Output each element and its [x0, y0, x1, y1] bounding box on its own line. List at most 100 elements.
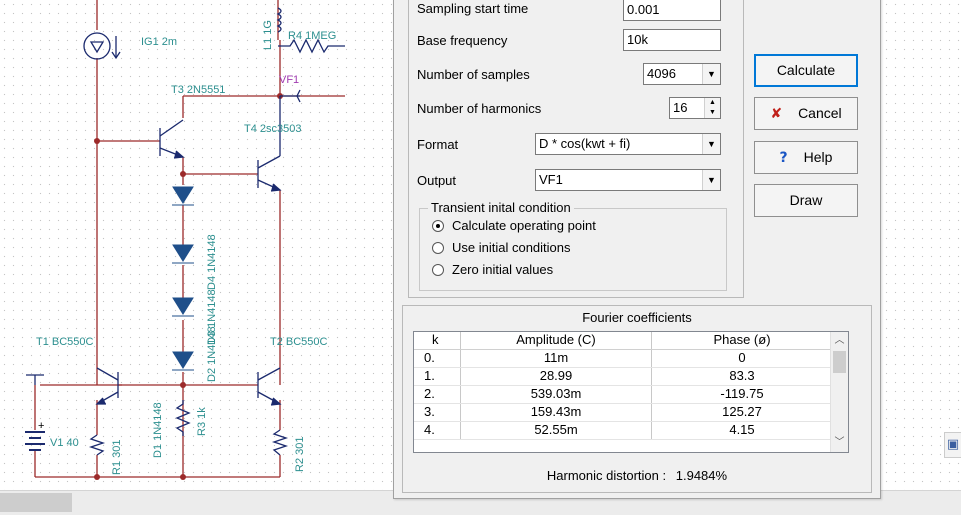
parameters-panel: Sampling start time 0.001 Base frequency… — [408, 0, 744, 298]
junctions — [94, 93, 283, 480]
cell-amplitude: 539.03m — [461, 386, 652, 403]
label-r2: R2 301 — [294, 437, 306, 472]
label-l1: L1 1G — [262, 20, 274, 50]
transient-group-title: Transient inital condition — [428, 200, 574, 215]
battery-plus-sign: + — [38, 420, 44, 432]
cell-phase: -119.75 — [720, 386, 764, 401]
chevron-down-icon[interactable]: ▼ — [702, 64, 720, 84]
radio-selected-icon[interactable] — [432, 220, 444, 232]
label-d3: D3 1N4148 — [206, 289, 218, 345]
num-samples-value: 4096 — [647, 66, 676, 81]
cell-amplitude: 28.99 — [461, 368, 652, 385]
spin-up-icon[interactable]: ▲ — [709, 99, 716, 106]
col-header-phase[interactable]: Phase (ø) — [713, 332, 771, 347]
toolbar-icon[interactable]: ▣ — [944, 432, 961, 458]
inductor-l1 — [276, 7, 282, 33]
base-frequency-label: Base frequency — [417, 33, 508, 48]
num-samples-select[interactable]: 4096 ▼ — [643, 63, 721, 85]
cell-amplitude: 52.55m — [461, 422, 652, 439]
chevron-down-icon[interactable]: ▼ — [702, 170, 720, 190]
label-v1: V1 40 — [50, 437, 79, 449]
ground-symbol — [26, 374, 44, 385]
transient-condition-group: Transient inital condition Calculate ope… — [419, 200, 727, 291]
cancel-button-label: Cancel — [798, 105, 842, 121]
label-r3: R3 1k — [196, 407, 208, 436]
question-icon: ? — [779, 150, 788, 166]
draw-button[interactable]: Draw — [754, 184, 858, 217]
radio-zero-initial-label: Zero initial values — [452, 262, 554, 277]
radio-operating-point[interactable]: Calculate operating point — [432, 218, 596, 233]
help-button[interactable]: ?Help — [754, 141, 858, 174]
cell-amplitude: 159.43m — [461, 404, 652, 421]
resistors — [88, 400, 289, 456]
num-harmonics-value: 16 — [673, 100, 688, 115]
radio-unselected-icon[interactable] — [432, 242, 444, 254]
cell-k: 4. — [414, 422, 461, 439]
chevron-down-icon[interactable]: ﹀ — [834, 437, 845, 448]
battery-v1 — [25, 431, 45, 451]
cell-k: 2. — [414, 386, 461, 403]
label-r4: R4 1MEG — [288, 30, 336, 42]
sampling-start-label: Sampling start time — [417, 1, 529, 16]
radio-zero-initial[interactable]: Zero initial values — [432, 262, 553, 277]
col-header-k[interactable]: k — [414, 332, 461, 349]
output-label: Output — [417, 173, 457, 188]
resistor-r4 — [278, 38, 345, 54]
label-d4: D4 1N4148 — [206, 234, 218, 290]
format-value: D * cos(kwt + fi) — [539, 136, 631, 151]
x-icon: ✘ — [770, 106, 783, 122]
radio-initial-conditions-label: Use initial conditions — [452, 240, 571, 255]
label-d2: D2 1N4148 — [206, 326, 218, 382]
label-t2: T2 BC550C — [270, 336, 328, 348]
sampling-start-input[interactable]: 0.001 — [623, 0, 721, 21]
output-select[interactable]: VF1 ▼ — [535, 169, 721, 191]
cell-phase: 0 — [738, 350, 746, 365]
calculate-button-label: Calculate — [776, 62, 836, 78]
num-samples-label: Number of samples — [417, 67, 530, 82]
num-harmonics-label: Number of harmonics — [417, 101, 542, 116]
coefficients-table[interactable]: k Amplitude (C) Phase (ø) 0. 11m 0 1. 28… — [413, 331, 849, 453]
fourier-title: Fourier coefficients — [582, 310, 692, 325]
col-header-amplitude[interactable]: Amplitude (C) — [461, 332, 652, 349]
format-select[interactable]: D * cos(kwt + fi) ▼ — [535, 133, 721, 155]
transistor-t2 — [257, 367, 282, 406]
harmonic-distortion: Harmonic distortion : 1.9484% — [403, 468, 871, 483]
radio-initial-conditions[interactable]: Use initial conditions — [432, 240, 571, 255]
chevron-up-icon[interactable]: ︿ — [834, 335, 845, 346]
calculate-button[interactable]: Calculate — [754, 54, 858, 87]
radio-unselected-icon[interactable] — [432, 264, 444, 276]
num-harmonics-spinner[interactable]: 16 ▲ ▼ — [669, 97, 721, 119]
probe-vf1 — [280, 89, 301, 103]
distortion-label: Harmonic distortion : — [546, 468, 667, 483]
table-vertical-scrollbar[interactable]: ︿ ﹀ — [830, 332, 848, 452]
cell-k: 1. — [414, 368, 461, 385]
cell-phase: 125.27 — [722, 404, 762, 419]
spin-down-icon[interactable]: ▼ — [709, 109, 716, 116]
cell-k: 0. — [414, 350, 461, 367]
fourier-coefficients-panel: Fourier coefficients k Amplitude (C) Pha… — [402, 305, 872, 493]
table-row[interactable]: 4. 52.55m 4.15 — [414, 422, 848, 440]
table-row[interactable]: 3. 159.43m 125.27 — [414, 404, 848, 422]
table-row[interactable]: 2. 539.03m -119.75 — [414, 386, 848, 404]
current-source-ig1 — [83, 32, 121, 60]
fourier-dialog: Sampling start time 0.001 Base frequency… — [393, 0, 881, 499]
chevron-down-icon[interactable]: ▼ — [702, 134, 720, 154]
table-header: k Amplitude (C) Phase (ø) — [414, 332, 848, 350]
cancel-button[interactable]: ✘ Cancel — [754, 97, 858, 130]
radio-operating-point-label: Calculate operating point — [452, 218, 596, 233]
transistor-t1 — [95, 367, 119, 405]
format-label: Format — [417, 137, 459, 152]
table-row[interactable]: 0. 11m 0 — [414, 350, 848, 368]
transistor-t3 — [159, 119, 185, 159]
table-row[interactable]: 1. 28.99 83.3 — [414, 368, 848, 386]
label-t1: T1 BC550C — [36, 336, 94, 348]
draw-button-label: Draw — [789, 192, 823, 208]
scrollbar-thumb[interactable] — [0, 493, 72, 512]
distortion-value: 1.9484% — [675, 468, 728, 483]
label-vf1: VF1 — [279, 74, 299, 86]
label-r1: R1 301 — [111, 440, 123, 475]
base-frequency-input[interactable]: 10k — [623, 29, 721, 51]
label-t4: T4 2sc3503 — [244, 123, 301, 135]
diode-stack — [172, 186, 194, 371]
scrollbar-thumb[interactable] — [833, 351, 846, 373]
